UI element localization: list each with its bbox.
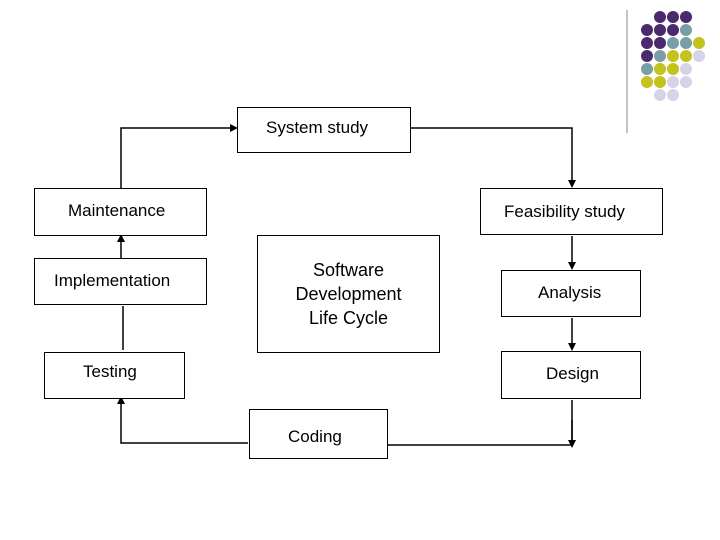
stage-coding: Coding xyxy=(249,409,388,459)
stage-analysis: Analysis xyxy=(501,270,641,317)
stage-feasibility-study-label: Feasibility study xyxy=(504,202,625,221)
stage-analysis-label: Analysis xyxy=(538,283,602,302)
stage-design-label: Design xyxy=(546,364,599,383)
stage-feasibility-study: Feasibility study xyxy=(480,188,663,235)
center-title: Software Development Life Cycle xyxy=(295,258,401,330)
center-title-line-3: Life Cycle xyxy=(308,308,389,328)
stage-maintenance-label: Maintenance xyxy=(68,201,166,220)
center-title-line-2: Development xyxy=(295,284,402,304)
stage-testing: Testing xyxy=(44,352,185,399)
arrow-coding-to-testing xyxy=(117,396,248,444)
arrow-system-to-feasibility xyxy=(411,127,576,188)
stage-maintenance: Maintenance xyxy=(34,188,207,236)
center-title-box: Software Development Life Cycle xyxy=(257,235,440,353)
stage-implementation: Implementation xyxy=(34,258,207,305)
center-title-line-1: Software xyxy=(312,260,385,280)
stage-design: Design xyxy=(501,351,641,399)
stage-system-study-label: System study xyxy=(266,118,369,137)
stage-coding-label: Coding xyxy=(288,427,342,446)
arrow-maintenance-to-system xyxy=(120,124,238,188)
stage-system-study: System study xyxy=(237,107,411,153)
stage-implementation-label: Implementation xyxy=(54,271,171,290)
stage-testing-label: Testing xyxy=(83,362,137,381)
arrow-design-to-coding xyxy=(388,400,573,446)
